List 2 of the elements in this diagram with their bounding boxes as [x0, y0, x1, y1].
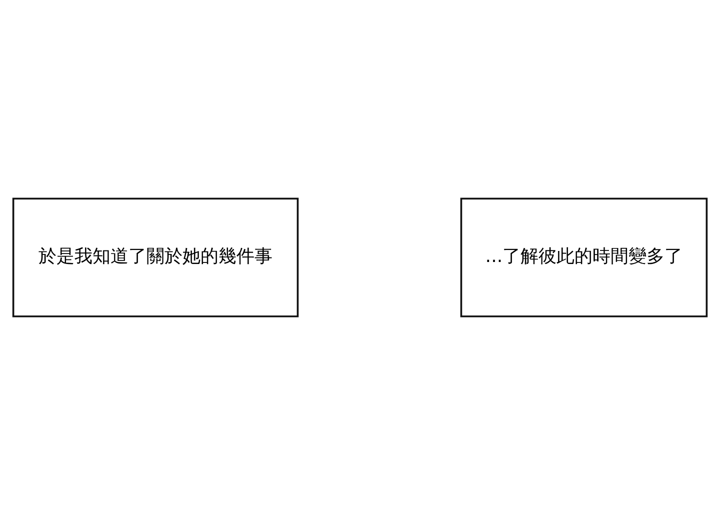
node-box: ...了解彼此的時間變多了: [460, 197, 708, 317]
node-box: 於是我知道了關於她的幾件事: [12, 197, 299, 317]
